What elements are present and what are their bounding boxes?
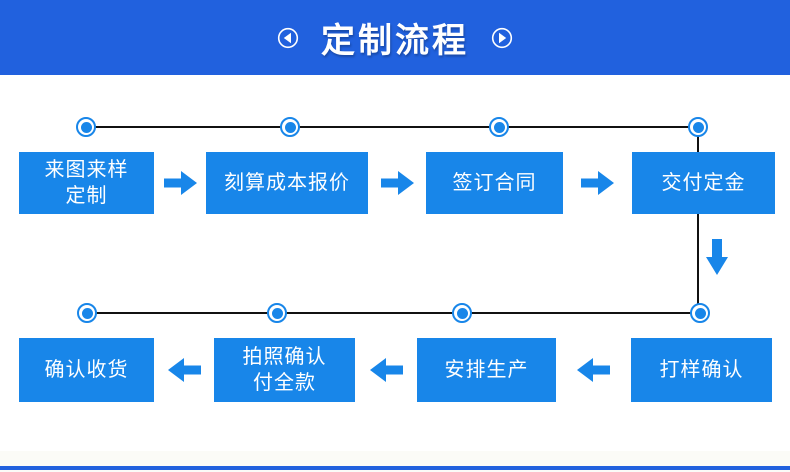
timeline-row1-line — [86, 126, 698, 128]
arrow-down-icon — [706, 239, 728, 275]
section-title: 定制流程 — [321, 22, 469, 60]
timeline-node — [77, 303, 97, 323]
step-box-sample-confirm: 打样确认 — [631, 338, 772, 402]
timeline-node — [688, 117, 708, 137]
step-box-sign-contract: 签订合同 — [426, 152, 563, 214]
arrow-left-icon — [370, 358, 403, 382]
chevron-right-circle-icon — [491, 27, 513, 48]
step-box-sample-custom: 来图来样 定制 — [19, 152, 154, 214]
node-dot — [284, 121, 296, 133]
timeline-node — [452, 303, 472, 323]
timeline-row2-line — [87, 312, 700, 314]
node-dot — [694, 307, 706, 319]
node-dot — [271, 307, 283, 319]
step-box-cost-quote: 刻算成本报价 — [206, 152, 368, 214]
step-box-photo-confirm-pay: 拍照确认 付全款 — [214, 338, 355, 402]
step-box-arrange-production: 安排生产 — [417, 338, 556, 402]
node-dot — [692, 121, 704, 133]
node-dot — [80, 121, 92, 133]
timeline-node — [76, 117, 96, 137]
arrow-right-icon — [581, 171, 614, 195]
arrow-right-icon — [164, 171, 197, 195]
chevron-left-circle-icon — [277, 27, 299, 48]
node-dot — [456, 307, 468, 319]
timeline-node — [690, 303, 710, 323]
timeline-node — [280, 117, 300, 137]
timeline-node — [489, 117, 509, 137]
arrow-left-icon — [577, 358, 610, 382]
arrow-right-icon — [381, 171, 414, 195]
bottom-accent-bar — [0, 466, 790, 470]
step-box-pay-deposit: 交付定金 — [632, 152, 775, 214]
section-header-banner: 定制流程 — [0, 0, 790, 75]
node-dot — [81, 307, 93, 319]
connector-vertical-line — [697, 126, 699, 314]
timeline-node — [267, 303, 287, 323]
step-box-confirm-receipt: 确认收货 — [19, 338, 154, 402]
node-dot — [493, 121, 505, 133]
arrow-left-icon — [168, 358, 201, 382]
